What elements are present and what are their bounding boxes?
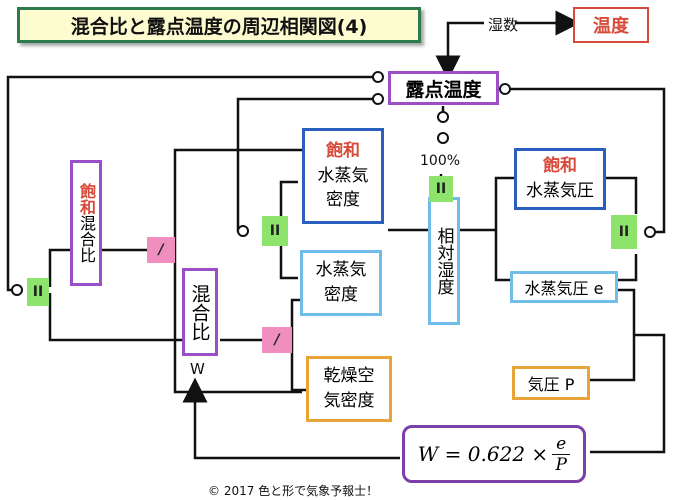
w-symbol: W [190,360,205,378]
percent-100-label: 100% [420,153,461,169]
dew-bottom-node [437,111,449,123]
copyright-text: © 2017 色と形で気象予報士！ [208,484,379,498]
right-junction-node [644,226,656,238]
mixing-ratio-label: 混合比 [77,215,96,263]
relative-humidity-box: 相対湿度 [428,197,460,325]
saturation-vapor-density-box: 飽和 水蒸気 密度 [302,128,384,224]
vapor-label: 水蒸気 [317,165,369,186]
density-label: 気密度 [323,391,375,411]
density-label: 密度 [326,190,360,211]
humidity-deficit-label: 湿数 [488,16,519,34]
formula-numerator: e [552,434,571,455]
equal-symbol-center: II [429,176,453,202]
pressure-box: 気圧 P [512,366,590,400]
formula-fraction: e P [552,434,571,475]
formula-denominator: P [555,454,567,475]
equal-symbol-inner: II [262,216,288,246]
dry-air-label: 乾燥空 [323,366,375,387]
ratio-slash-lower: / [262,327,292,353]
saturation-label: 飽和 [326,141,360,162]
saturation-vapor-pressure-box: 飽和 水蒸気圧 [514,148,606,210]
saturation-label: 飽和 [77,183,96,215]
left-junction-node [11,284,23,296]
equal-symbol-right: II [611,215,637,249]
mixing-ratio-box: 混合比 [182,268,218,356]
vapor-label: 水蒸気 [315,260,367,281]
diagram-title: 混合比と露点温度の周辺相関図(4) [17,7,421,43]
mixing-ratio-formula: W = 0.622 × e P [402,425,586,483]
vapor-density-box: 水蒸気 密度 [300,250,382,316]
saturation-label: 飽和 [543,156,577,177]
saturation-mixing-ratio-box: 飽和 混合比 [70,160,102,286]
dew-inner-node [372,93,384,105]
dry-air-density-box: 乾燥空 気密度 [306,356,392,422]
dew-right-node [499,83,511,95]
density-label: 密度 [324,285,358,305]
vapor-pressure-box: 水蒸気圧 e [510,271,618,303]
dew-point-box: 露点温度 [388,71,499,105]
ratio-slash-upper: / [147,237,175,263]
inner-junction-node [237,225,249,237]
dew-left-node [372,71,384,83]
vapor-pressure-label: 水蒸気圧 [526,181,594,201]
percent-node [437,132,449,144]
formula-lhs: W = 0.622 × [417,442,549,466]
temperature-box: 温度 [573,7,649,43]
equal-symbol-left: II [27,278,49,306]
